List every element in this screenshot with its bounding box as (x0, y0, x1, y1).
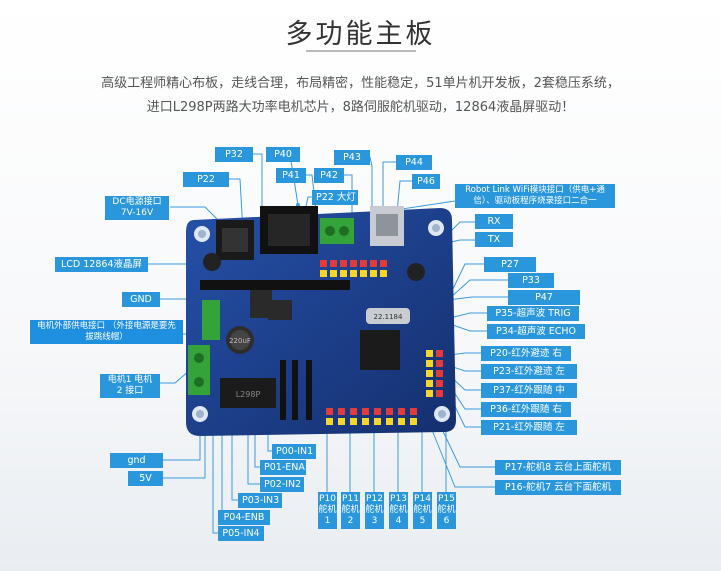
servo-num: 5 (419, 516, 426, 526)
label-p37: P37-红外跟随 中 (481, 383, 577, 398)
label-5v: 5V (128, 471, 163, 486)
page-title: 多功能主板 (285, 19, 436, 50)
label-p02-in2: P02-IN2 (260, 477, 304, 492)
l298p-chip-label: L298P (236, 390, 261, 399)
servo-pin: P11 (342, 494, 359, 504)
label-p00-in1: P00-IN1 (272, 444, 316, 459)
label-p34-echo: P34-超声波 ECHO (487, 324, 585, 339)
servo-label-5: P14 舵机 5 (413, 492, 432, 529)
servo-label-1: P10 舵机 1 (318, 492, 337, 529)
label-p43: P43 (334, 150, 370, 165)
servo-num: 2 (347, 516, 354, 526)
label-p41: P41 (276, 168, 306, 183)
description-line-2: 进口L298P两路大功率电机芯片，8路伺服舵机驱动，12864液晶屏驱动！ (146, 100, 575, 115)
label-p23: P23-红外避迹 左 (481, 364, 577, 379)
label-p40: P40 (266, 147, 300, 162)
pcb-board: 220uF L298P 22.1184 (186, 206, 456, 436)
description-line-1: 高级工程师精心布板，走线合理，布局精密，性能稳定，51单片机开发板，2套稳压系统… (101, 76, 620, 91)
label-tx: TX (475, 232, 513, 247)
label-p20: P20-红外避迹 右 (481, 346, 571, 361)
label-dc-input: DC电源接口 7V-16V (105, 196, 169, 220)
label-p27: P27 (484, 257, 536, 272)
servo-name: 舵机 (389, 505, 408, 515)
crystal-label: 22.1184 (374, 313, 403, 321)
label-p04-enb: P04-ENB (218, 510, 270, 525)
label-wifi-interface: Robot Link WiFi模块接口（供电+通信）、驱动板程序烧录接口二合一 (455, 184, 615, 208)
label-external-power: 电机外部供电接口 （外接电源是要先拔跳线帽） (30, 320, 183, 344)
servo-name: 舵机 (341, 505, 360, 515)
label-p17-servo8: P17-舵机8 云台上面舵机 (495, 460, 621, 475)
label-gnd-bottom: gnd (110, 453, 163, 468)
title-underline (306, 50, 416, 52)
label-p44: P44 (396, 155, 432, 170)
servo-num: 4 (395, 516, 402, 526)
label-p35-trig: P35-超声波 TRIG (487, 306, 579, 321)
label-gnd: GND (122, 292, 160, 307)
label-p16-servo7: P16-舵机7 云台下面舵机 (495, 480, 621, 495)
label-p21: P21-红外跟随 左 (481, 420, 577, 435)
label-p36: P36-红外跟随 右 (481, 402, 571, 417)
servo-num: 6 (443, 516, 450, 526)
servo-pin: P10 (319, 494, 336, 504)
servo-label-2: P11 舵机 2 (341, 492, 360, 529)
servo-pin: P12 (366, 494, 383, 504)
label-rx: RX (475, 214, 513, 229)
servo-pin: P14 (414, 494, 431, 504)
label-p46: P46 (412, 174, 440, 189)
label-p01-ena: P01-ENA (260, 460, 306, 475)
capacitor-label: 220uF (229, 337, 251, 345)
servo-num: 3 (371, 516, 378, 526)
label-p33: P33 (508, 273, 554, 288)
servo-pin: P13 (390, 494, 407, 504)
label-p22-light: P22 大灯 (312, 190, 358, 205)
label-p32: P32 (215, 147, 253, 162)
servo-label-6: P15 舵机 6 (437, 492, 456, 529)
label-p47: P47 (508, 290, 580, 305)
servo-name: 舵机 (437, 505, 456, 515)
label-p05-in4: P05-IN4 (218, 526, 264, 541)
label-motor-ports: 电机1 电机2 接口 (100, 374, 160, 398)
label-p22: P22 (183, 172, 229, 187)
servo-name: 舵机 (365, 505, 384, 515)
servo-num: 1 (324, 516, 331, 526)
servo-name: 舵机 (413, 505, 432, 515)
label-p03-in3: P03-IN3 (238, 493, 282, 508)
servo-pin: P15 (438, 494, 455, 504)
servo-name: 舵机 (318, 505, 337, 515)
servo-label-3: P12 舵机 3 (365, 492, 384, 529)
label-lcd: LCD 12864液晶屏 (55, 257, 148, 272)
label-p42: P42 (314, 168, 344, 183)
servo-label-4: P13 舵机 4 (389, 492, 408, 529)
